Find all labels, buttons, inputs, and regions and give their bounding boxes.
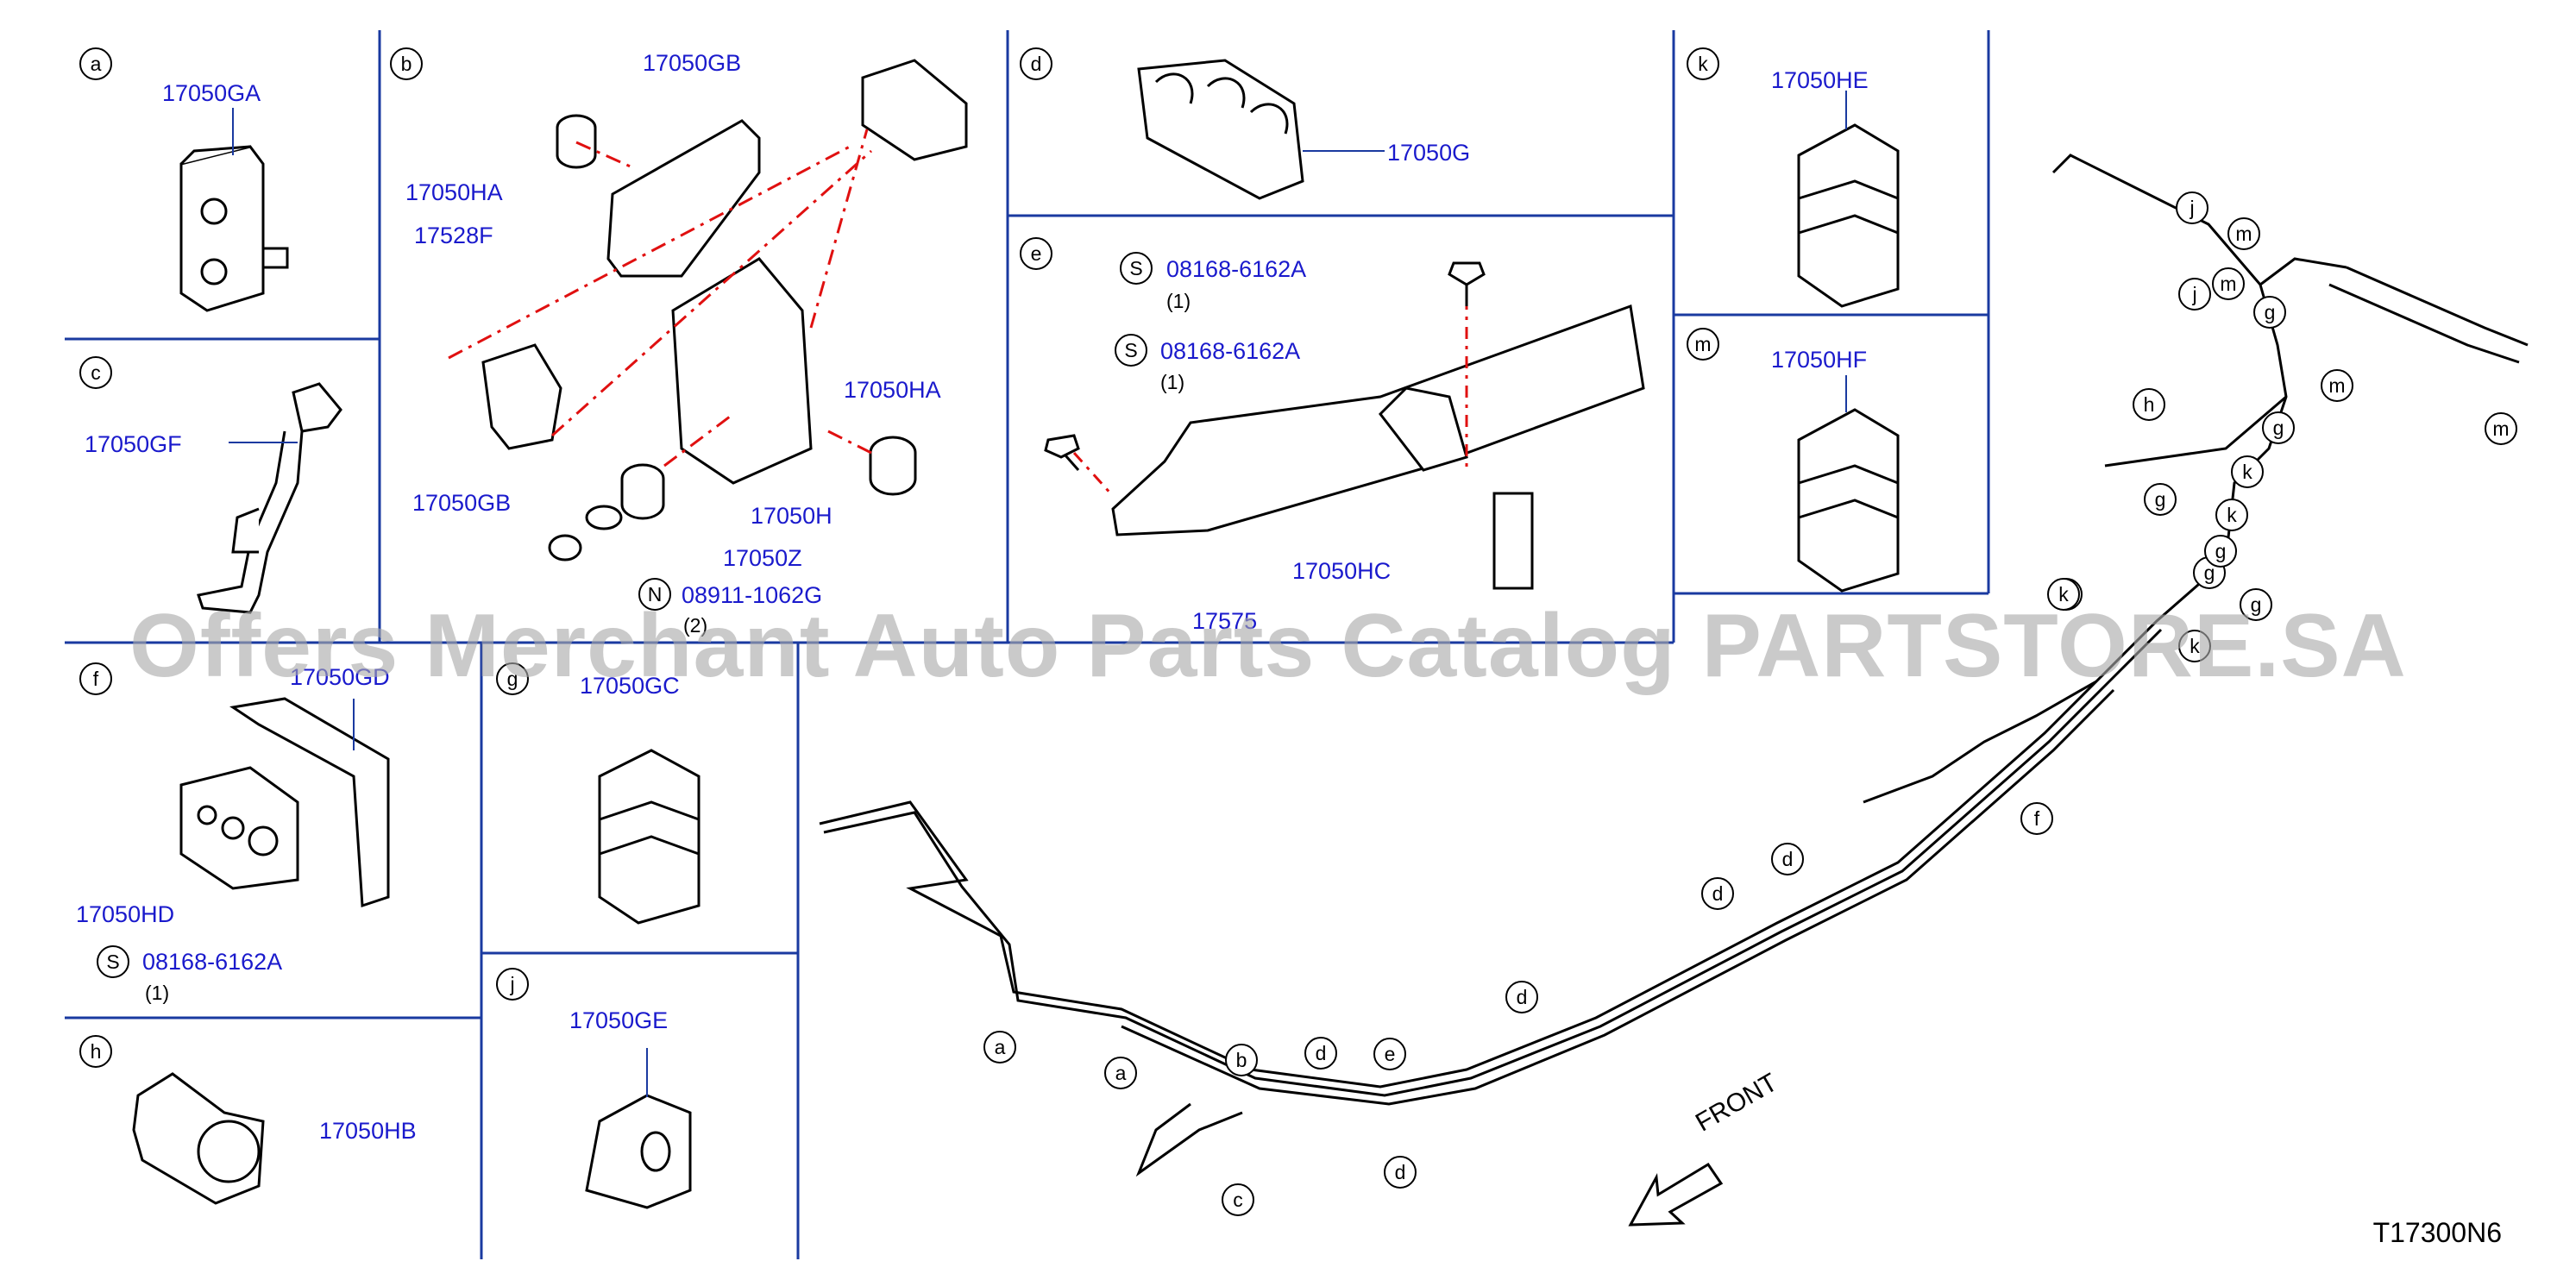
part-prefix-badge: N bbox=[638, 578, 671, 611]
part-number[interactable]: 08168-6162A bbox=[142, 949, 283, 975]
part-number[interactable]: 17050HE bbox=[1771, 67, 1869, 93]
clip-17050hf bbox=[1797, 408, 1900, 593]
callout-marker: d bbox=[1505, 981, 1538, 1013]
section-marker-b: b bbox=[390, 47, 423, 80]
part-number[interactable]: 17050HB bbox=[319, 1118, 417, 1144]
callout-marker: k bbox=[2178, 630, 2211, 662]
clip-17050he bbox=[1797, 123, 1900, 308]
callout-marker: g bbox=[2204, 535, 2237, 568]
part-number[interactable]: 17050GB bbox=[643, 50, 742, 76]
callout-marker: h bbox=[2133, 388, 2165, 421]
part-number[interactable]: 17050GC bbox=[580, 673, 680, 699]
part-number[interactable]: 17050HA bbox=[844, 377, 941, 403]
callout-marker: j bbox=[2178, 278, 2211, 311]
part-prefix-badge: S bbox=[1120, 252, 1153, 285]
part-number[interactable]: 17050G bbox=[1387, 140, 1471, 166]
callout-marker: d bbox=[1384, 1156, 1417, 1189]
callout-marker: m bbox=[2212, 267, 2245, 300]
callout-marker: d bbox=[1701, 877, 1734, 910]
part-number[interactable]: 08168-6162A bbox=[1166, 256, 1307, 282]
section-marker-a: a bbox=[79, 47, 112, 80]
callout-marker: k bbox=[2231, 455, 2264, 488]
clip-17050ge bbox=[585, 1094, 692, 1209]
drawing-reference: T17300N6 bbox=[2372, 1217, 2502, 1248]
part-number[interactable]: 08911-1062G bbox=[682, 582, 823, 608]
watermark-text: Offers Merchant Auto Parts Catalog PARTS… bbox=[129, 596, 2407, 696]
callout-marker: m bbox=[2485, 412, 2517, 445]
part-number[interactable]: 17050HF bbox=[1771, 347, 1868, 373]
callout-marker: k bbox=[2047, 578, 2080, 611]
callout-marker: j bbox=[2176, 191, 2208, 224]
callout-marker: a bbox=[983, 1031, 1016, 1064]
callout-marker: d bbox=[1771, 843, 1804, 875]
section-marker-h: h bbox=[79, 1035, 112, 1068]
section-marker-j: j bbox=[496, 968, 529, 1001]
callout-marker: a bbox=[1104, 1057, 1137, 1089]
callout-marker: g bbox=[2253, 296, 2286, 329]
clip-17050gf bbox=[197, 382, 342, 614]
callout-marker: k bbox=[2215, 499, 2248, 531]
part-quantity: (1) bbox=[1166, 290, 1191, 312]
part-number[interactable]: 17050HA bbox=[405, 179, 503, 205]
part-number[interactable]: 17528F bbox=[414, 223, 493, 248]
part-number[interactable]: 17050Z bbox=[723, 545, 802, 571]
part-quantity: (1) bbox=[145, 982, 170, 1004]
clip-17050g bbox=[1137, 59, 1304, 200]
front-arrow bbox=[1628, 1162, 1724, 1227]
rail-17575 bbox=[1111, 304, 1645, 590]
callout-marker: f bbox=[2020, 802, 2053, 835]
bracket-assembly bbox=[481, 59, 968, 562]
callout-marker: g bbox=[2240, 588, 2272, 621]
part-number[interactable]: 17050HC bbox=[1292, 558, 1392, 584]
section-marker-e: e bbox=[1020, 237, 1052, 270]
callout-marker: d bbox=[1304, 1037, 1337, 1070]
clip-17050hb bbox=[132, 1072, 265, 1205]
section-marker-c: c bbox=[79, 356, 112, 389]
clip-17050ga bbox=[179, 145, 289, 312]
part-prefix-badge: S bbox=[1115, 334, 1147, 367]
clip-17050gc bbox=[598, 749, 701, 925]
bracket-17050gd bbox=[179, 697, 390, 908]
section-marker-d: d bbox=[1020, 47, 1052, 80]
part-number[interactable]: 17050H bbox=[751, 503, 832, 529]
part-number[interactable]: 17050GE bbox=[569, 1007, 669, 1033]
section-marker-f: f bbox=[79, 662, 112, 695]
part-number[interactable]: 08168-6162A bbox=[1160, 338, 1301, 364]
part-number[interactable]: 17050GD bbox=[290, 664, 390, 690]
part-quantity: (1) bbox=[1160, 371, 1185, 393]
assembly-dash-lines bbox=[448, 129, 872, 467]
callout-marker: e bbox=[1373, 1038, 1406, 1070]
part-number[interactable]: 17050GA bbox=[162, 80, 261, 106]
callout-marker: g bbox=[2144, 483, 2177, 516]
callout-marker: g bbox=[2262, 411, 2295, 444]
part-number[interactable]: 17050HD bbox=[76, 901, 175, 927]
bolt-icons bbox=[1044, 261, 1486, 471]
section-marker-k: k bbox=[1687, 47, 1719, 80]
callout-marker: m bbox=[2321, 369, 2353, 402]
section-marker-g: g bbox=[496, 662, 529, 695]
callout-marker: b bbox=[1225, 1044, 1258, 1076]
section-marker-m: m bbox=[1687, 328, 1719, 361]
panel-frame bbox=[65, 30, 1990, 1259]
part-prefix-badge: S bbox=[97, 945, 129, 978]
part-number[interactable]: 17575 bbox=[1192, 608, 1258, 634]
part-number[interactable]: 17050GF bbox=[85, 431, 182, 457]
callout-marker: c bbox=[1222, 1183, 1254, 1216]
part-number[interactable]: 17050GB bbox=[412, 490, 512, 516]
part-quantity: (2) bbox=[683, 614, 708, 637]
pipe-routing bbox=[819, 154, 2529, 1177]
callout-marker: m bbox=[2227, 217, 2260, 250]
